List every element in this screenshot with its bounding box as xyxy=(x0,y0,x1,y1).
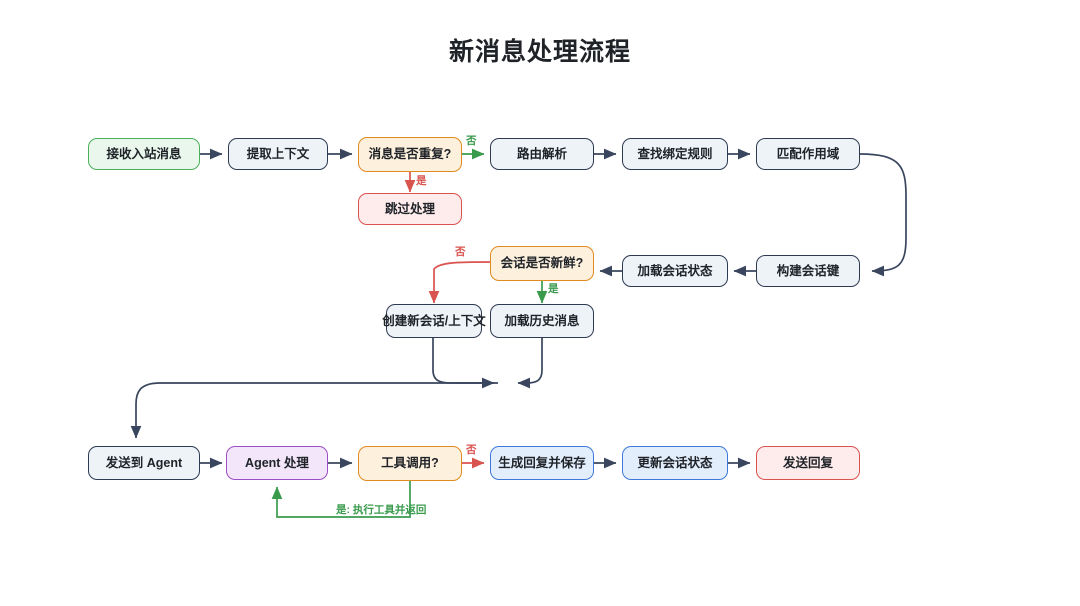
edge-label-duplicate-no: 否 xyxy=(466,135,477,147)
node-is-session-fresh[interactable]: 会话是否新鲜? xyxy=(490,246,594,281)
node-send-reply[interactable]: 发送回复 xyxy=(756,446,860,480)
node-label: 发送到 Agent xyxy=(105,455,183,470)
node-label: 跳过处理 xyxy=(384,201,435,216)
node-generate-and-save-reply[interactable]: 生成回复并保存 xyxy=(490,446,594,480)
edges-default xyxy=(130,148,907,469)
node-label: 提取上下文 xyxy=(246,146,310,161)
node-build-session-key[interactable]: 构建会话键 xyxy=(756,255,860,287)
node-label: 发送回复 xyxy=(782,455,833,470)
node-label: 创建新会话/上下文 xyxy=(382,313,486,328)
node-load-session-state[interactable]: 加载会话状态 xyxy=(622,255,728,287)
node-label: 消息是否重复? xyxy=(368,147,452,161)
node-label: 查找绑定规则 xyxy=(637,146,713,161)
node-label: 路由解析 xyxy=(516,146,567,161)
edges-no xyxy=(404,172,491,469)
node-label: 生成回复并保存 xyxy=(498,455,586,470)
edge-label-fresh-no: 否 xyxy=(455,246,466,258)
node-label: 更新会话状态 xyxy=(637,455,713,470)
node-route-resolution[interactable]: 路由解析 xyxy=(490,138,594,170)
node-agent-processing[interactable]: Agent 处理 xyxy=(226,446,328,480)
node-is-message-duplicate[interactable]: 消息是否重复? xyxy=(358,137,462,172)
node-match-scope[interactable]: 匹配作用域 xyxy=(756,138,860,170)
node-label: 匹配作用域 xyxy=(776,146,840,161)
node-extract-context[interactable]: 提取上下文 xyxy=(228,138,328,170)
node-update-session-state[interactable]: 更新会话状态 xyxy=(622,446,728,480)
node-label: 会话是否新鲜? xyxy=(500,256,584,270)
node-label: 工具调用? xyxy=(381,456,439,470)
node-load-history-messages[interactable]: 加载历史消息 xyxy=(490,304,594,338)
node-label: 构建会话键 xyxy=(776,263,840,278)
edge-label-tool-yes: 是: 执行工具并返回 xyxy=(336,504,427,516)
edge-label-duplicate-yes: 是 xyxy=(416,175,427,187)
edge-label-fresh-yes: 是 xyxy=(548,283,559,295)
node-send-to-agent[interactable]: 发送到 Agent xyxy=(88,446,200,480)
page-title: 新消息处理流程 xyxy=(448,38,631,66)
node-find-binding-rules[interactable]: 查找绑定规则 xyxy=(622,138,728,170)
node-skip-processing[interactable]: 跳过处理 xyxy=(358,193,462,225)
edge-label-tool-no: 否 xyxy=(466,444,477,456)
node-create-new-session-context[interactable]: 创建新会话/上下文 xyxy=(382,304,486,338)
node-label: 接收入站消息 xyxy=(106,146,182,161)
node-label: 加载历史消息 xyxy=(504,313,580,328)
node-receive-inbound-message[interactable]: 接收入站消息 xyxy=(88,138,200,170)
edges-yes xyxy=(271,148,548,518)
node-label: 加载会话状态 xyxy=(637,263,713,278)
node-label: Agent 处理 xyxy=(245,455,309,470)
node-tool-call[interactable]: 工具调用? xyxy=(358,446,462,481)
